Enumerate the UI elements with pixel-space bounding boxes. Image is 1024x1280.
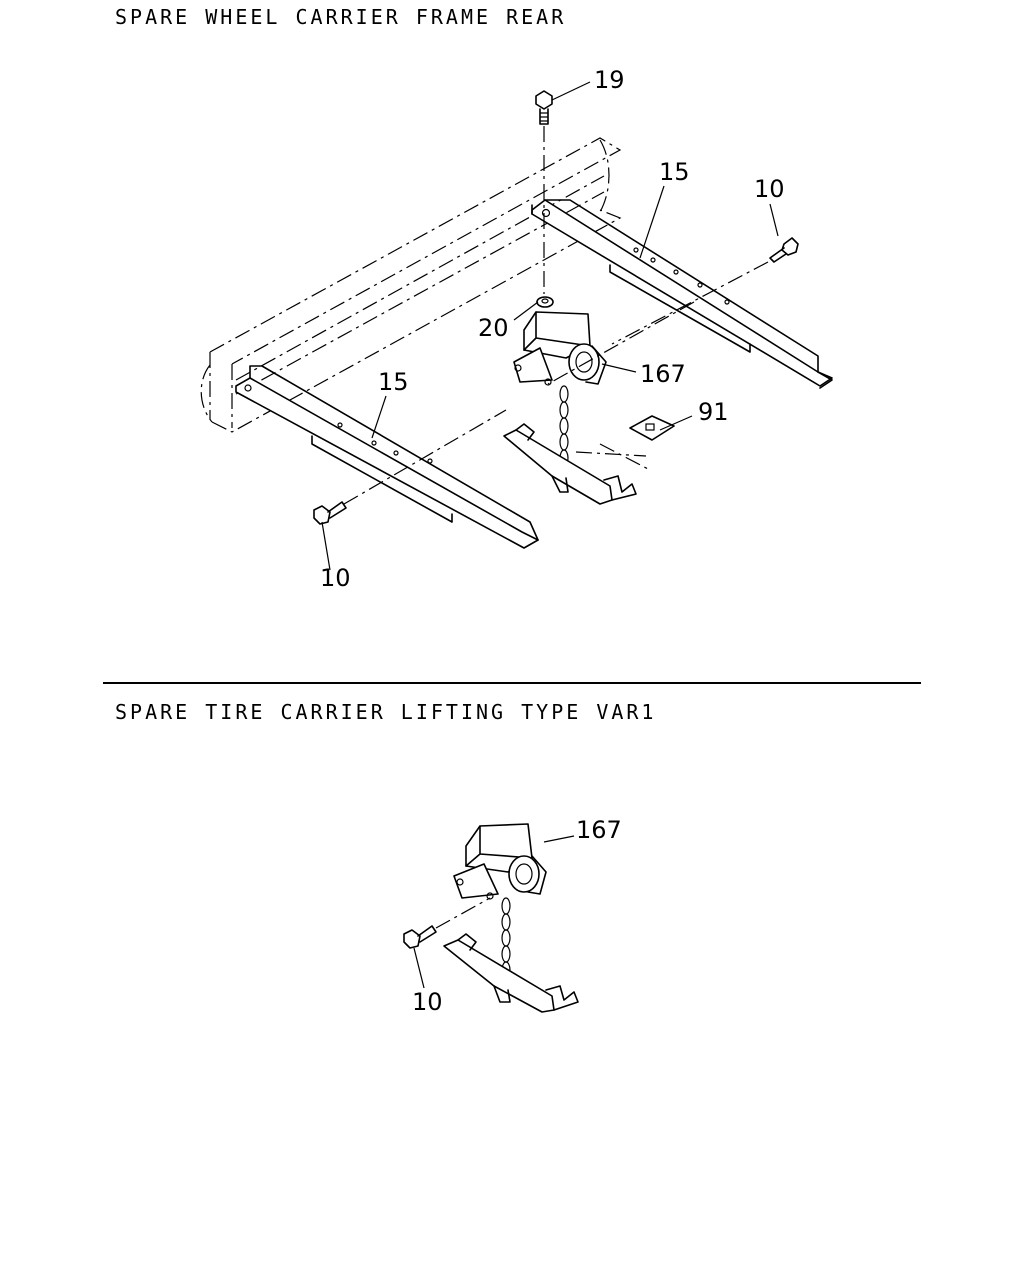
callout-10: 10	[412, 988, 443, 1016]
vehicle-frame-phantom	[200, 137, 622, 433]
callout-167: 167	[640, 360, 686, 388]
callout-19: 19	[594, 66, 625, 94]
winch-assembly-icon	[513, 311, 607, 386]
cross-rail-right	[531, 199, 833, 389]
bolt-19-icon	[535, 90, 553, 125]
callout-10-left: 10	[320, 564, 351, 592]
plate-91-icon	[629, 415, 675, 441]
hanger-bracket-icon	[503, 423, 651, 505]
callout-167: 167	[576, 816, 622, 844]
bolt-10-icon	[403, 925, 437, 949]
callout-15-right: 15	[659, 158, 690, 186]
bolt-10-left-icon	[313, 501, 347, 525]
callout-15-left: 15	[378, 368, 409, 396]
bolt-10-right-icon	[769, 237, 799, 263]
hanger-bracket-icon	[443, 933, 579, 1013]
section-title-frame-rear: SPARE WHEEL CARRIER FRAME REAR	[115, 5, 567, 29]
callout-10-right: 10	[754, 175, 785, 203]
section-divider	[103, 682, 921, 684]
callout-91: 91	[698, 398, 729, 426]
spare-tire-carrier-lifting-diagram: 167 10	[403, 816, 622, 1016]
axis-line-winch	[547, 301, 695, 385]
spare-wheel-carrier-frame-rear-diagram: 19 15 10 20 167 91 15 10	[200, 66, 833, 592]
winch-assembly-icon	[453, 823, 547, 900]
callout-leaders	[321, 81, 779, 571]
washer-20-icon	[536, 296, 554, 308]
cross-rail-left	[235, 365, 539, 549]
axis-line-bolt-10	[435, 897, 491, 929]
section-title-lifting-type: SPARE TIRE CARRIER LIFTING TYPE VAR1	[115, 700, 657, 724]
axis-line-bolt-10-right	[611, 261, 769, 345]
chain-icon	[559, 385, 569, 467]
axis-line-bolt-10-left	[343, 409, 507, 505]
callout-leaders	[413, 835, 575, 989]
callout-20: 20	[478, 314, 509, 342]
